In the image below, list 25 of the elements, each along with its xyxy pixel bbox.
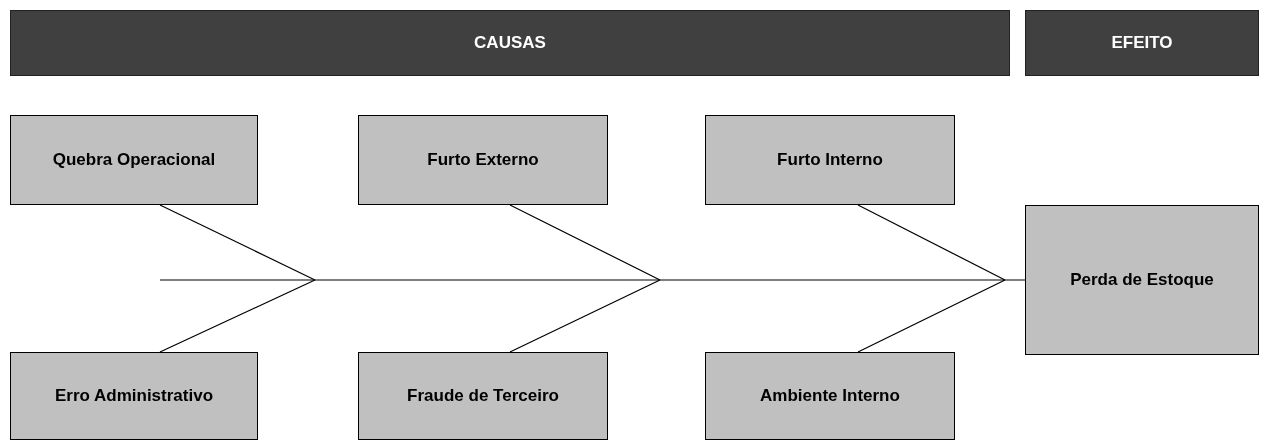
node-label: Furto Interno xyxy=(776,150,884,170)
branch-line xyxy=(857,204,1006,281)
branch-line xyxy=(159,204,316,281)
effect-box xyxy=(1025,205,1259,355)
node-label: Ambiente Interno xyxy=(759,386,901,406)
cause-box xyxy=(705,352,955,440)
node-label: Quebra Operacional xyxy=(51,150,217,170)
node-label: Fraude de Terceiro xyxy=(406,386,560,406)
node-label: Furto Externo xyxy=(426,150,540,170)
branch-line xyxy=(857,279,1006,353)
cause-box xyxy=(358,352,608,440)
branch-line xyxy=(509,279,661,353)
node-label: EFEITO xyxy=(1110,33,1174,53)
header-bar xyxy=(1025,10,1259,76)
cause-box xyxy=(10,115,258,205)
header-bar xyxy=(10,10,1010,76)
spine-line xyxy=(159,279,1026,281)
cause-box xyxy=(705,115,955,205)
cause-box xyxy=(358,115,608,205)
node-label: CAUSAS xyxy=(473,33,547,53)
branch-line xyxy=(509,204,661,281)
node-label: Perda de Estoque xyxy=(1069,270,1215,290)
cause-box xyxy=(10,352,258,440)
branch-line xyxy=(159,279,316,353)
node-label: Erro Administrativo xyxy=(53,386,215,406)
